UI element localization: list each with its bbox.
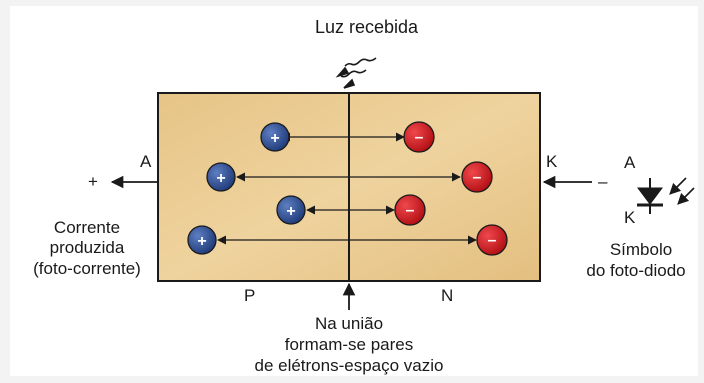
current-label-line-1: Corrente (53, 218, 121, 237)
region-p-label: P (244, 286, 256, 305)
terminal-a-label: A (140, 152, 152, 171)
region-n-label: N (441, 286, 454, 305)
hole-glyph: + (270, 130, 279, 147)
pair-arrows (217, 132, 477, 245)
light-received-title: Luz recebida (315, 17, 419, 37)
junction-label-line-3: de elétrons-espaço vazio (254, 356, 444, 375)
electron-glyph: – (473, 169, 482, 186)
electron (476, 224, 508, 256)
hole-glyph: + (286, 203, 295, 220)
electron-glyph: – (488, 232, 497, 249)
hole-glyph: + (197, 233, 206, 250)
electron (461, 161, 493, 193)
electron-glyph: – (406, 202, 415, 219)
hole (276, 195, 306, 225)
symbol-k-label: K (624, 208, 636, 227)
electron (394, 194, 426, 226)
symbol-a-label: A (624, 153, 636, 172)
junction-label-line-2: formam-se pares (284, 335, 414, 354)
electron (403, 121, 435, 153)
hole (187, 225, 217, 255)
hole-glyph: + (216, 170, 225, 187)
photodiode-symbol-icon (637, 177, 695, 214)
terminal-k-label: K (546, 152, 558, 171)
hole (260, 122, 290, 152)
current-label-line-3: (foto-corrente) (33, 259, 141, 278)
plus-sign: + (88, 172, 98, 191)
incoming-light-icon (335, 57, 377, 89)
current-label-line-2: produzida (49, 238, 125, 257)
junction-label-line-1: Na união (314, 314, 384, 333)
electron-carriers (394, 121, 508, 256)
symbol-label-line-2: do foto-diodo (586, 261, 686, 280)
minus-sign: – (598, 172, 608, 191)
hole (206, 162, 236, 192)
hole-carriers (187, 122, 306, 255)
symbol-label-line-1: Símbolo (609, 240, 673, 259)
electron-glyph: – (415, 129, 424, 146)
